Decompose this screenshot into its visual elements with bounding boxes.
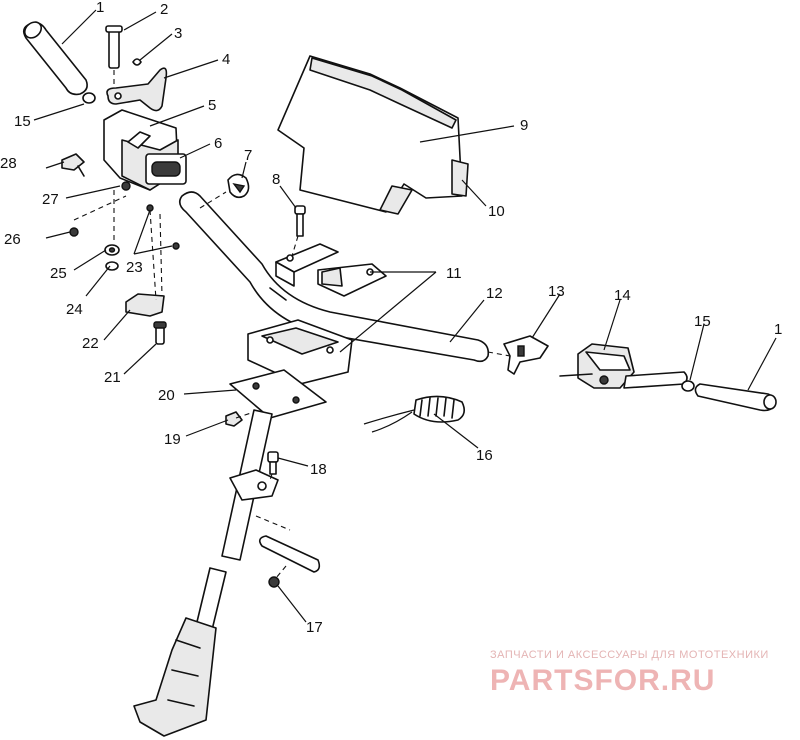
callout-25: 25 xyxy=(50,265,67,282)
part-18-bolt xyxy=(267,451,279,475)
assembly-lines xyxy=(73,70,511,579)
callout-26: 26 xyxy=(4,231,21,248)
part-15-right-plug xyxy=(681,380,695,392)
part-13-switch xyxy=(503,335,549,375)
callout-11: 11 xyxy=(446,265,462,282)
part-17-rod xyxy=(258,535,321,588)
callout-4: 4 xyxy=(222,51,230,68)
part-21-screw xyxy=(153,321,167,345)
part-22-plate xyxy=(125,293,165,317)
part-20-steering-plate xyxy=(229,369,327,419)
callout-6: 6 xyxy=(214,135,222,152)
callout-1-right: 1 xyxy=(774,321,782,338)
part-14-brake-housing xyxy=(559,343,688,389)
part-4-throttle-lever xyxy=(106,67,168,112)
callout-2: 2 xyxy=(160,1,168,18)
callout-27: 27 xyxy=(42,191,59,208)
callout-24: 24 xyxy=(66,301,83,318)
part-11-upper-clamps xyxy=(275,243,387,297)
callout-8: 8 xyxy=(272,171,280,188)
callout-19: 19 xyxy=(164,431,181,448)
part-1-left-grip xyxy=(22,21,88,96)
part-16-coiled-cable xyxy=(363,395,466,433)
part-26-nut xyxy=(69,227,79,237)
callout-12: 12 xyxy=(486,285,503,302)
part-12-handlebar xyxy=(178,191,490,363)
callout-10: 10 xyxy=(488,203,505,220)
part-5-6-throttle-housing xyxy=(103,109,187,191)
watermark-tagline: ЗАПЧАСТИ И АКСЕССУАРЫ ДЛЯ МОТОТЕХНИКИ xyxy=(490,649,769,661)
callout-5: 5 xyxy=(208,97,216,114)
part-19-nut xyxy=(225,411,243,427)
callout-18: 18 xyxy=(310,461,327,478)
callout-20: 20 xyxy=(158,387,175,404)
watermark: ЗАПЧАСТИ И АКСЕССУАРЫ ДЛЯ МОТОТЕХНИКИ PA… xyxy=(490,649,769,697)
leader-lines xyxy=(33,9,777,623)
part-2-pin xyxy=(105,25,123,69)
callout-13: 13 xyxy=(548,283,565,300)
callout-22: 22 xyxy=(82,335,99,352)
callout-7: 7 xyxy=(244,147,252,164)
callout-17: 17 xyxy=(306,619,323,636)
callout-14: 14 xyxy=(614,287,631,304)
callout-21: 21 xyxy=(104,369,121,386)
callout-1: 1 xyxy=(96,0,104,16)
callout-9: 9 xyxy=(520,117,528,134)
part-8-bolt xyxy=(294,205,306,237)
part-23-screws xyxy=(146,204,180,250)
part-3-clip xyxy=(132,58,142,66)
callout-15-right: 15 xyxy=(694,313,711,330)
part-7-clip xyxy=(227,173,250,199)
part-9-10-console-cover xyxy=(277,55,469,215)
part-11-lower-clamp xyxy=(247,319,353,385)
part-15-left-plug xyxy=(82,92,96,104)
callout-23: 23 xyxy=(126,259,143,276)
callout-15-left: 15 xyxy=(14,113,31,130)
part-27-screw xyxy=(121,181,131,191)
callouts: 1 2 3 4 15 5 6 7 8 9 10 28 27 26 25 23 2… xyxy=(0,0,782,636)
part-1-right-grip xyxy=(694,383,777,412)
watermark-logo: PARTSFOR.RU xyxy=(490,664,715,697)
callout-28: 28 xyxy=(0,155,17,172)
part-25-washer xyxy=(104,244,120,256)
part-28-connector xyxy=(61,153,85,177)
callout-3: 3 xyxy=(174,25,182,42)
callout-16: 16 xyxy=(476,447,493,464)
steering-column xyxy=(133,409,279,737)
